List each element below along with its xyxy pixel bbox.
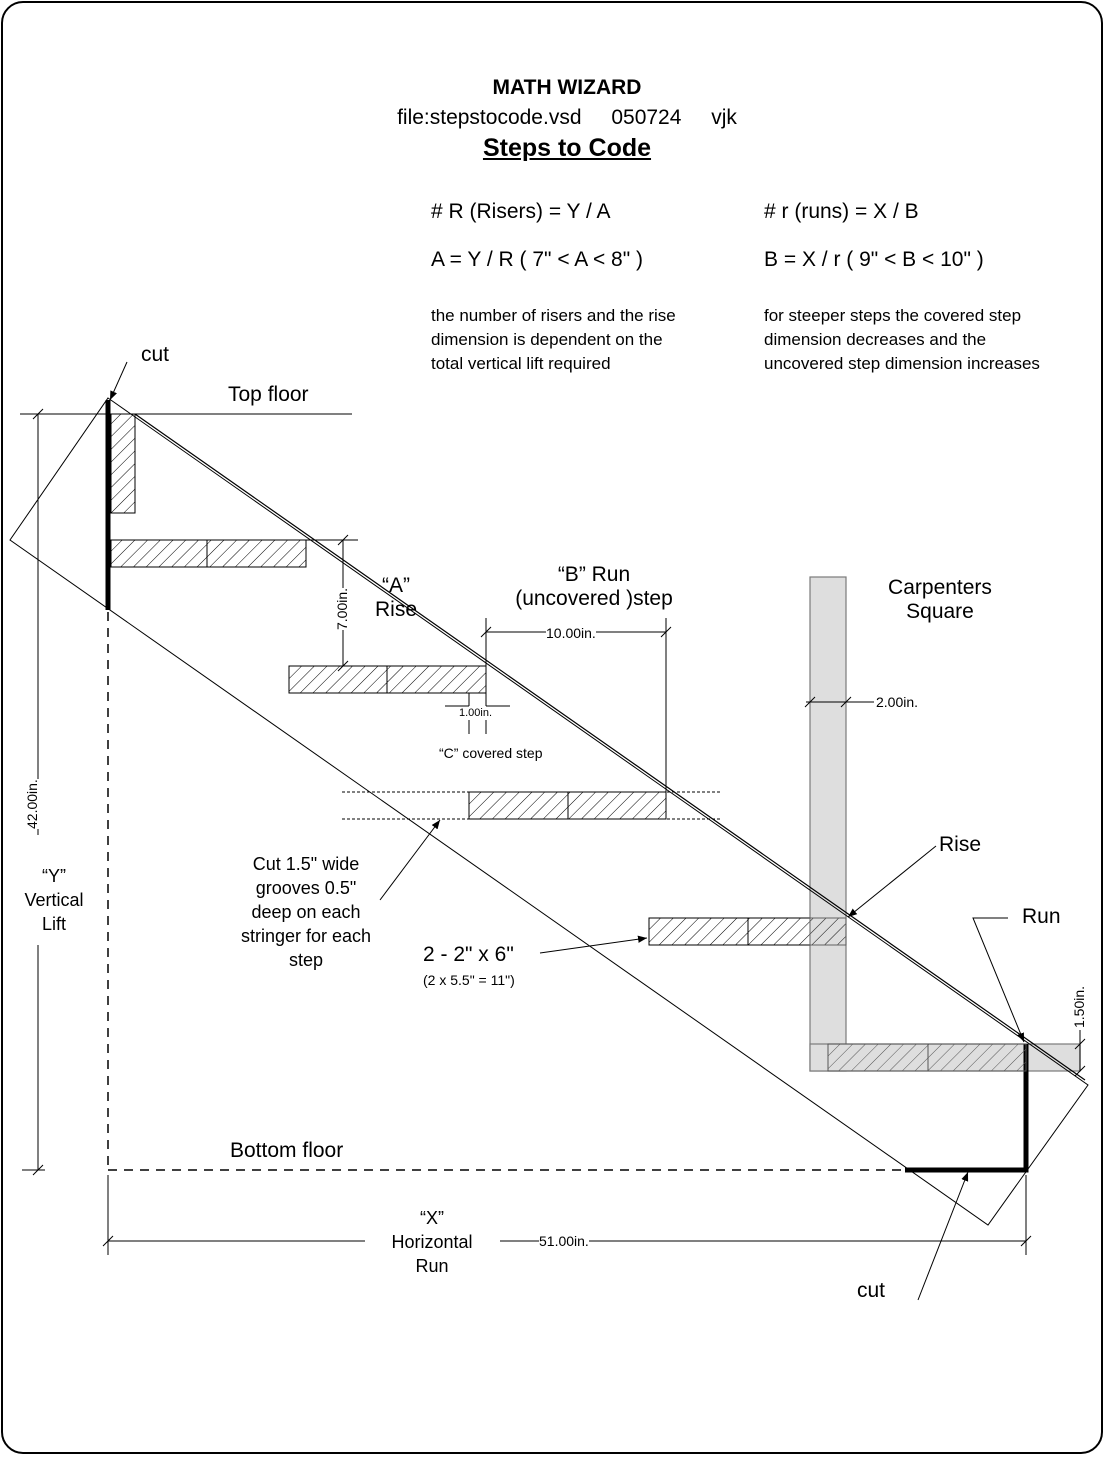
step-3 xyxy=(342,791,722,820)
run-dimension xyxy=(480,618,672,792)
risers-formula: # R (Risers) = Y / A xyxy=(431,200,611,223)
covered-dimension-text: 1.00in. xyxy=(459,707,493,719)
carpenters-square-label: Carpenters Square xyxy=(888,576,992,624)
lumber-arrow xyxy=(539,935,648,954)
pitch-line xyxy=(134,413,1086,1081)
run-formula: B = X / r ( 9" < B < 10" ) xyxy=(764,248,984,271)
carpenters-square xyxy=(809,576,1081,1072)
a-rise-label: “A” Rise xyxy=(374,574,417,622)
lumber-sublabel: (2 x 5.5" = 11") xyxy=(423,972,515,988)
covered-dimension xyxy=(445,693,510,734)
step-5 xyxy=(827,1043,1027,1072)
cut-label-top: cut xyxy=(141,343,170,366)
app-title: MATH WIZARD xyxy=(492,76,642,99)
page-title: Steps to Code xyxy=(482,134,652,162)
cut-arrow-bottom xyxy=(917,1171,969,1301)
file-date: 050724 xyxy=(611,106,682,129)
rise-formula: A = Y / R ( 7" < A < 8" ) xyxy=(431,248,644,271)
file-name: file:stepstocode.vsd xyxy=(397,106,582,129)
stringer-board xyxy=(9,397,1089,1226)
horizontal-run-text: 51.00in. xyxy=(539,1233,589,1250)
file-author: vjk xyxy=(711,106,737,129)
run-label: Run xyxy=(1022,905,1061,928)
grooves-note: Cut 1.5" wide grooves 0.5" deep on each … xyxy=(240,854,372,970)
grooves-arrow xyxy=(379,819,441,901)
lumber-label: 2 - 2" x 6" xyxy=(423,943,514,966)
bottom-cut-line xyxy=(905,1044,1029,1173)
b-run-label: “B” Run (uncovered )step xyxy=(515,563,673,611)
x-run-label: “X” Horizontal Run xyxy=(391,1208,473,1276)
runs-formula: # r (runs) = X / B xyxy=(764,200,919,223)
rise-label: Rise xyxy=(939,833,982,856)
step-2 xyxy=(288,665,487,694)
rise-arrow xyxy=(847,845,937,918)
file-info: file:stepstocode.vsd 050724 vjk xyxy=(0,106,1108,130)
run-arrow xyxy=(972,917,1025,1043)
square-width-dimension xyxy=(804,696,874,708)
top-floor-label: Top floor xyxy=(228,383,309,406)
step-4 xyxy=(648,917,847,946)
cut-label-bottom: cut xyxy=(857,1279,886,1302)
square-width-text: 2.00in. xyxy=(876,694,919,710)
step-1 xyxy=(110,413,307,568)
c-covered-label: “C” covered step xyxy=(439,745,543,761)
run-dimension-text: 10.00in. xyxy=(546,625,596,642)
risers-note: the number of risers and the rise dimens… xyxy=(431,306,676,373)
y-lift-label: “Y” Vertical Lift xyxy=(24,866,84,934)
cut-arrow-top xyxy=(109,361,128,401)
bottom-floor-label: Bottom floor xyxy=(230,1139,344,1162)
vertical-lift-text: 42.00in. xyxy=(24,779,41,829)
tread-dimension-text: 1.50in. xyxy=(1071,985,1087,1028)
tread-dimension xyxy=(1074,1030,1086,1077)
rise-dimension-text: 7.00in. xyxy=(334,587,351,630)
vertical-lift-dimension xyxy=(22,408,45,1176)
runs-note: for steeper steps the covered step dimen… xyxy=(764,306,1040,373)
